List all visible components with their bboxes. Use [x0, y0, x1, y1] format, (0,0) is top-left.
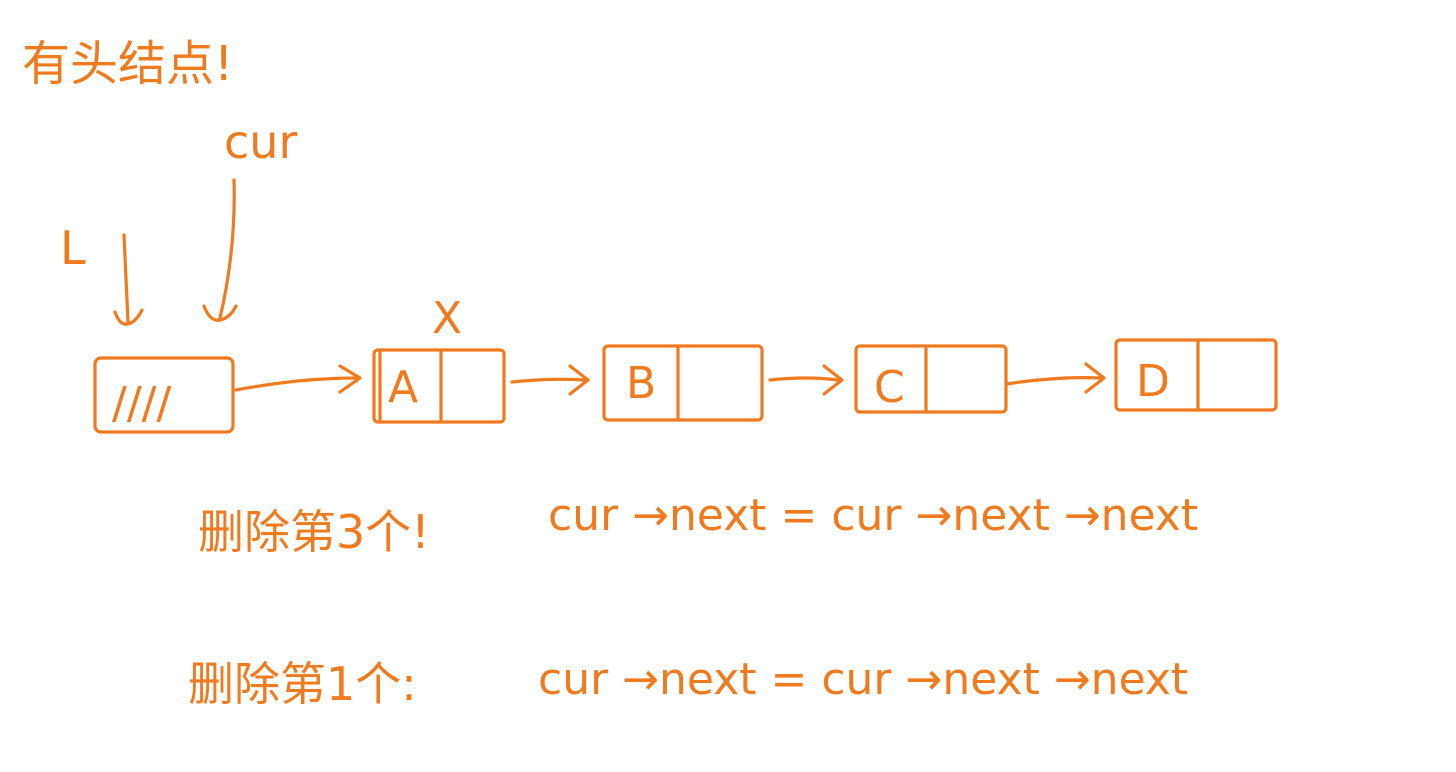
arrow-c-to-d — [1004, 362, 1106, 394]
diagram-title: 有头结点! — [22, 36, 233, 92]
head-pointer-label: L — [60, 221, 86, 275]
note-delete-first: 删除第1个: cur →next = cur →next →next — [188, 654, 1188, 711]
node-c: C — [854, 344, 1008, 414]
arrow-b-to-c — [768, 364, 844, 396]
node-d: D — [1114, 338, 1278, 412]
node-d-data: D — [1136, 356, 1170, 407]
note-delete-first-label: 删除第1个: — [188, 657, 417, 711]
head-node: //// — [93, 356, 235, 434]
node-a-data: A — [388, 362, 418, 413]
node-c-data: C — [874, 362, 905, 413]
note-delete-third-code: cur →next = cur →next →next — [548, 490, 1198, 541]
cur-pointer-arrow — [202, 178, 238, 322]
note-delete-first-code: cur →next = cur →next →next — [538, 654, 1188, 705]
node-b: B — [602, 344, 764, 422]
arrow-a-to-b — [510, 364, 590, 396]
note-delete-third-label: 删除第3个! — [198, 505, 430, 559]
arrow-head-to-a — [234, 364, 362, 394]
mark-above-node-a: X — [432, 293, 462, 344]
head-node-data: //// — [112, 378, 171, 429]
node-b-data: B — [626, 358, 656, 409]
head-pointer-arrow — [113, 233, 144, 326]
cur-pointer-label: cur — [224, 115, 297, 169]
note-delete-third: 删除第3个! cur →next = cur →next →next — [198, 490, 1198, 559]
node-a: A — [372, 348, 506, 424]
